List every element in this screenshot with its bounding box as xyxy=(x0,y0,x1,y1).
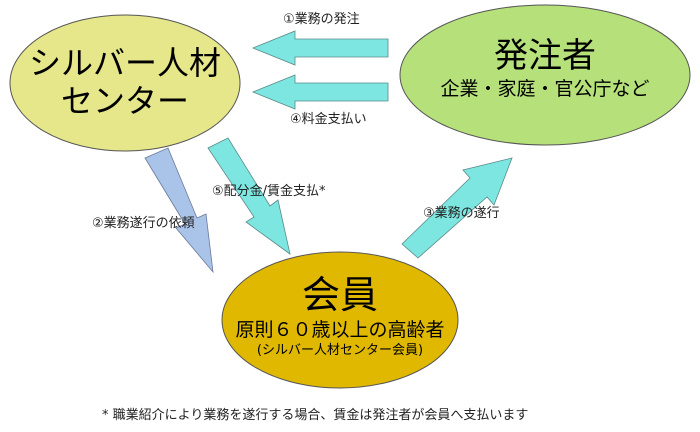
silver-center-line2: センター xyxy=(60,82,189,120)
client-title: 発注者 xyxy=(494,36,596,76)
member-line2: (シルバー人材センター会員) xyxy=(256,343,424,358)
member-text: 会員 原則６０歳以上の高齢者 (シルバー人材センター会員) xyxy=(205,272,475,359)
client-text: 発注者 企業・家庭・官公庁など xyxy=(405,36,685,102)
silver-center-node xyxy=(9,14,241,152)
silver-center-title: シルバー人材 センター xyxy=(15,44,235,120)
order-arrow xyxy=(251,30,389,66)
member-title: 会員 xyxy=(301,273,378,317)
fee-label: ④料金支払い xyxy=(290,112,367,127)
fee-arrow xyxy=(251,74,389,110)
request-arrow xyxy=(144,147,214,274)
member-line1: 原則６０歳以上の高齢者 xyxy=(235,319,445,341)
footnote: * 職業紹介により業務を遂行する場合、賃金は発注者が会員へ支払います xyxy=(102,408,529,423)
member-node xyxy=(221,251,459,389)
distribution-label: ⑤配分金/賃金支払* xyxy=(212,184,326,199)
silver-center-line1: シルバー人材 xyxy=(28,44,221,82)
execution-label: ③業務の遂行 xyxy=(423,206,500,221)
order-label: ①業務の発注 xyxy=(283,12,360,27)
request-label: ②業務遂行の依頼 xyxy=(92,216,195,231)
execution-arrow xyxy=(401,157,513,259)
distribution-arrow xyxy=(207,137,291,255)
client-node xyxy=(399,4,691,146)
client-subtitle: 企業・家庭・官公庁など xyxy=(440,78,650,100)
